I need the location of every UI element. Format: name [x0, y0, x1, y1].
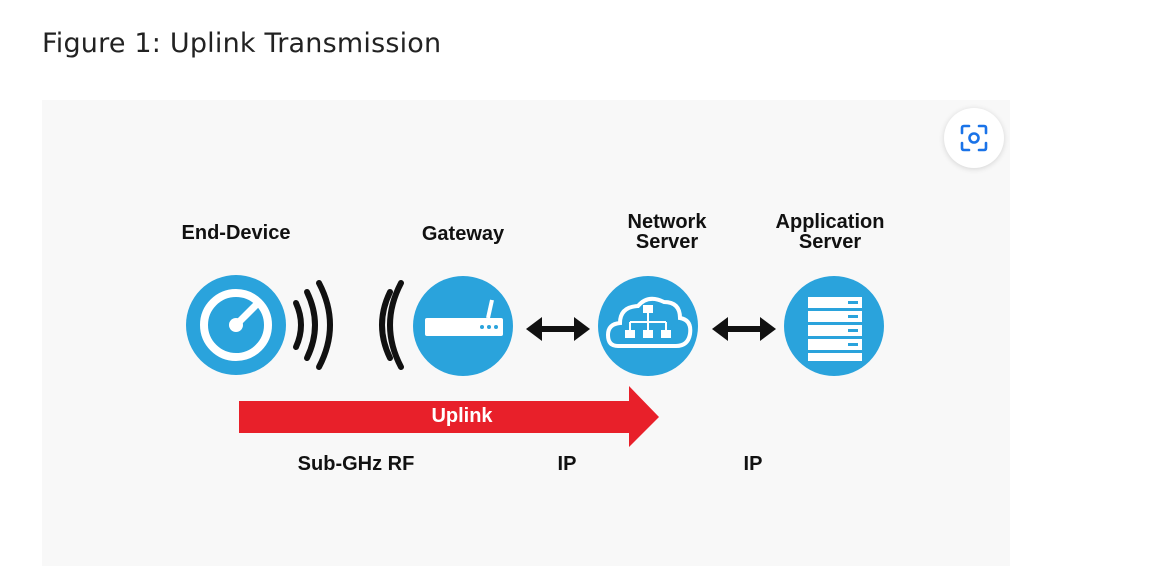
bidirectional-arrow-icon: [526, 317, 590, 341]
link-label-ip-2: IP: [744, 453, 763, 475]
end-device-icon: [186, 275, 286, 375]
label-application-server-line2: Server: [799, 231, 861, 253]
application-server-icon: [784, 276, 884, 376]
label-network-server-line2: Server: [636, 231, 698, 253]
link-label-ip-1: IP: [558, 453, 577, 475]
lens-search-button[interactable]: [944, 108, 1004, 168]
signal-waves-icon: [293, 280, 404, 370]
uplink-label: Uplink: [431, 405, 493, 427]
figure-caption: Figure 1: Uplink Transmission: [42, 28, 442, 59]
gateway-icon: [413, 276, 513, 376]
label-application-server-line1: Application: [776, 211, 885, 233]
link-label-rf: Sub-GHz RF: [298, 453, 415, 475]
bidirectional-arrow-icon: [712, 317, 776, 341]
lens-focus-icon: [960, 124, 988, 152]
uplink-arrow: Uplink: [239, 386, 659, 447]
diagram-image: End-Device Gateway Network Server Applic…: [42, 100, 1010, 566]
label-end-device: End-Device: [182, 222, 291, 244]
network-server-icon: [598, 276, 698, 376]
label-gateway: Gateway: [422, 223, 505, 245]
label-network-server-line1: Network: [628, 211, 708, 233]
